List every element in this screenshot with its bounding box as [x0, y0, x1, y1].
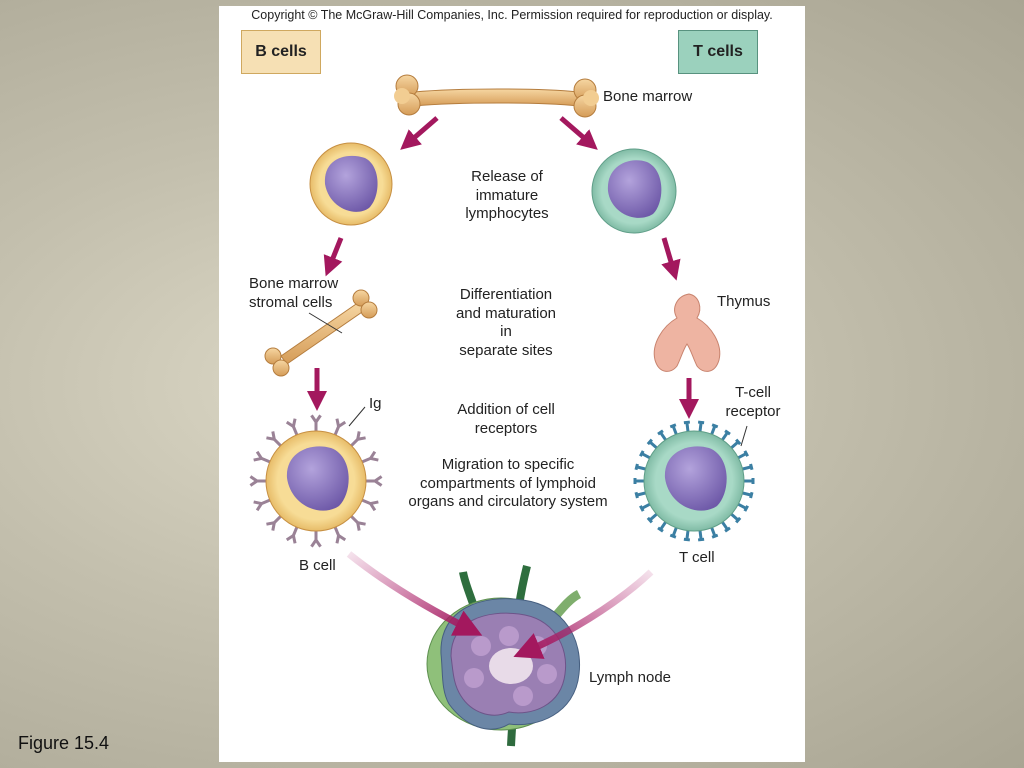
thymus-illustration — [653, 293, 721, 372]
ig-receptor — [332, 418, 347, 438]
addition-line-1: Addition of cell — [457, 401, 555, 418]
migration-line-1: Migration to specific — [441, 456, 575, 473]
arrow-b-cell-to-lymph-node — [346, 551, 483, 636]
ig-receptor — [266, 513, 284, 531]
ig-receptor — [249, 475, 268, 487]
b-cells-header: B cells — [241, 30, 321, 74]
diff-line-4: separate sites — [459, 341, 553, 359]
release-label: Release of immature lymphocytes — [445, 168, 569, 224]
mature-b-cell — [249, 406, 383, 548]
ig-receptor — [359, 450, 379, 465]
diff-line-1: Differentiation — [459, 286, 553, 303]
immature-t-cell — [591, 148, 677, 234]
tcr-line-2: receptor — [725, 402, 781, 420]
stromal-line-2: stromal cells — [249, 293, 333, 311]
stromal-bone-illustration — [264, 289, 378, 377]
lymph-node-illustration — [426, 565, 582, 747]
figure-caption: Figure 15.4 — [18, 733, 110, 753]
ig-receptor — [348, 513, 366, 531]
arrow-to-immature-b — [400, 116, 439, 150]
ig-receptor — [332, 524, 347, 544]
stromal-line-1: Bone marrow — [249, 275, 339, 292]
thymus-label: Thymus — [717, 293, 771, 310]
lymph-node-label: Lymph node — [589, 669, 672, 686]
t-cell-receptor-label: T-cell receptor — [713, 384, 793, 421]
copyright-notice: Copyright © The McGraw-Hill Companies, I… — [251, 8, 773, 22]
mature-t-cell — [633, 420, 755, 542]
migration-label: Migration to specific compartments of ly… — [397, 456, 619, 512]
diff-line-3: in — [500, 323, 512, 340]
arrow-to-immature-t — [559, 116, 598, 150]
t-cell-label: T cell — [679, 549, 715, 566]
ig-receptor — [359, 497, 379, 512]
ig-receptor — [310, 414, 322, 433]
release-line-3: lymphocytes — [465, 205, 549, 222]
ig-receptor — [253, 450, 273, 465]
arrow-to-stromal — [323, 237, 344, 277]
figure-panel: Copyright © The McGraw-Hill Companies, I… — [219, 6, 805, 762]
lymphocyte-development-diagram — [249, 74, 755, 747]
immature-b-cell — [309, 142, 393, 226]
stromal-cells-label: Bone marrow stromal cells — [249, 275, 338, 312]
b-cell-label: B cell — [299, 557, 336, 574]
tcr-line-1: T-cell — [735, 384, 771, 401]
arrow-t-cell-to-lymph-node — [513, 569, 654, 659]
migration-line-3: organs and circulatory system — [408, 493, 608, 510]
diff-line-2: and maturation — [455, 304, 557, 322]
bone-marrow-illustration — [394, 74, 599, 118]
ig-label: Ig — [369, 395, 382, 412]
ig-receptor — [285, 524, 300, 544]
release-line-2: immature — [475, 186, 539, 204]
differentiation-label: Differentiation and maturation in separa… — [441, 286, 571, 360]
ig-receptor — [364, 475, 383, 487]
ig-receptor — [285, 418, 300, 438]
t-cells-header: T cells — [678, 30, 758, 74]
ig-receptor — [253, 497, 273, 512]
addition-label: Addition of cell receptors — [441, 401, 571, 438]
release-line-1: Release of — [471, 168, 543, 185]
bone-marrow-label: Bone marrow — [603, 88, 693, 105]
ig-receptor — [310, 529, 322, 548]
ig-receptor — [348, 431, 366, 449]
arrow-to-thymus — [661, 237, 681, 281]
addition-line-2: receptors — [474, 419, 538, 437]
ig-receptor — [266, 431, 284, 449]
migration-line-2: compartments of lymphoid — [420, 474, 596, 492]
